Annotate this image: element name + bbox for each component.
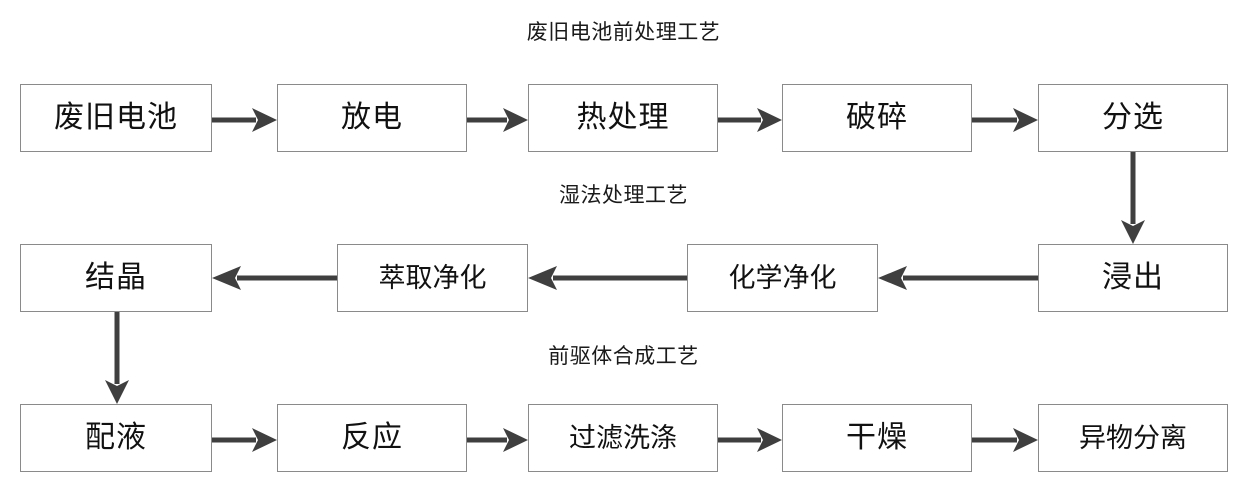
- arrow-discharge-to-heat-treatment: [467, 108, 528, 132]
- node-crystallization[interactable]: 结晶: [20, 244, 212, 312]
- node-reaction[interactable]: 反应: [277, 404, 467, 472]
- arrow-solution-preparation-to-reaction: [212, 428, 277, 452]
- node-leaching[interactable]: 浸出: [1038, 244, 1228, 312]
- node-waste-battery[interactable]: 废旧电池: [20, 84, 212, 152]
- node-crushing[interactable]: 破碎: [782, 84, 972, 152]
- section-title-hydrometallurgy: 湿法处理工艺: [559, 183, 688, 207]
- node-chemical-purification[interactable]: 化学净化: [687, 244, 878, 312]
- arrow-leaching-to-chemical-purification: [878, 266, 1038, 290]
- node-heat-treatment[interactable]: 热处理: [528, 84, 718, 152]
- arrow-heat-treatment-to-crushing: [718, 108, 782, 132]
- node-drying[interactable]: 干燥: [782, 404, 972, 472]
- arrow-chemical-purification-to-extraction-purification: [528, 266, 687, 290]
- node-foreign-matter-separation[interactable]: 异物分离: [1038, 404, 1228, 472]
- section-title-pretreatment: 废旧电池前处理工艺: [526, 20, 721, 44]
- section-title-precursor: 前驱体合成工艺: [548, 344, 699, 368]
- node-sorting[interactable]: 分选: [1038, 84, 1228, 152]
- node-extraction-purification[interactable]: 萃取净化: [337, 244, 528, 312]
- node-discharge[interactable]: 放电: [277, 84, 467, 152]
- arrow-crushing-to-sorting: [972, 108, 1038, 132]
- node-solution-preparation[interactable]: 配液: [20, 404, 212, 472]
- arrow-reaction-to-filtration-washing: [467, 428, 528, 452]
- arrow-drying-to-foreign-matter-separation: [972, 428, 1038, 452]
- arrow-filtration-washing-to-drying: [718, 428, 782, 452]
- arrow-waste-battery-to-discharge: [212, 108, 277, 132]
- node-filtration-washing[interactable]: 过滤洗涤: [528, 404, 718, 472]
- arrow-extraction-purification-to-crystallization: [212, 266, 337, 290]
